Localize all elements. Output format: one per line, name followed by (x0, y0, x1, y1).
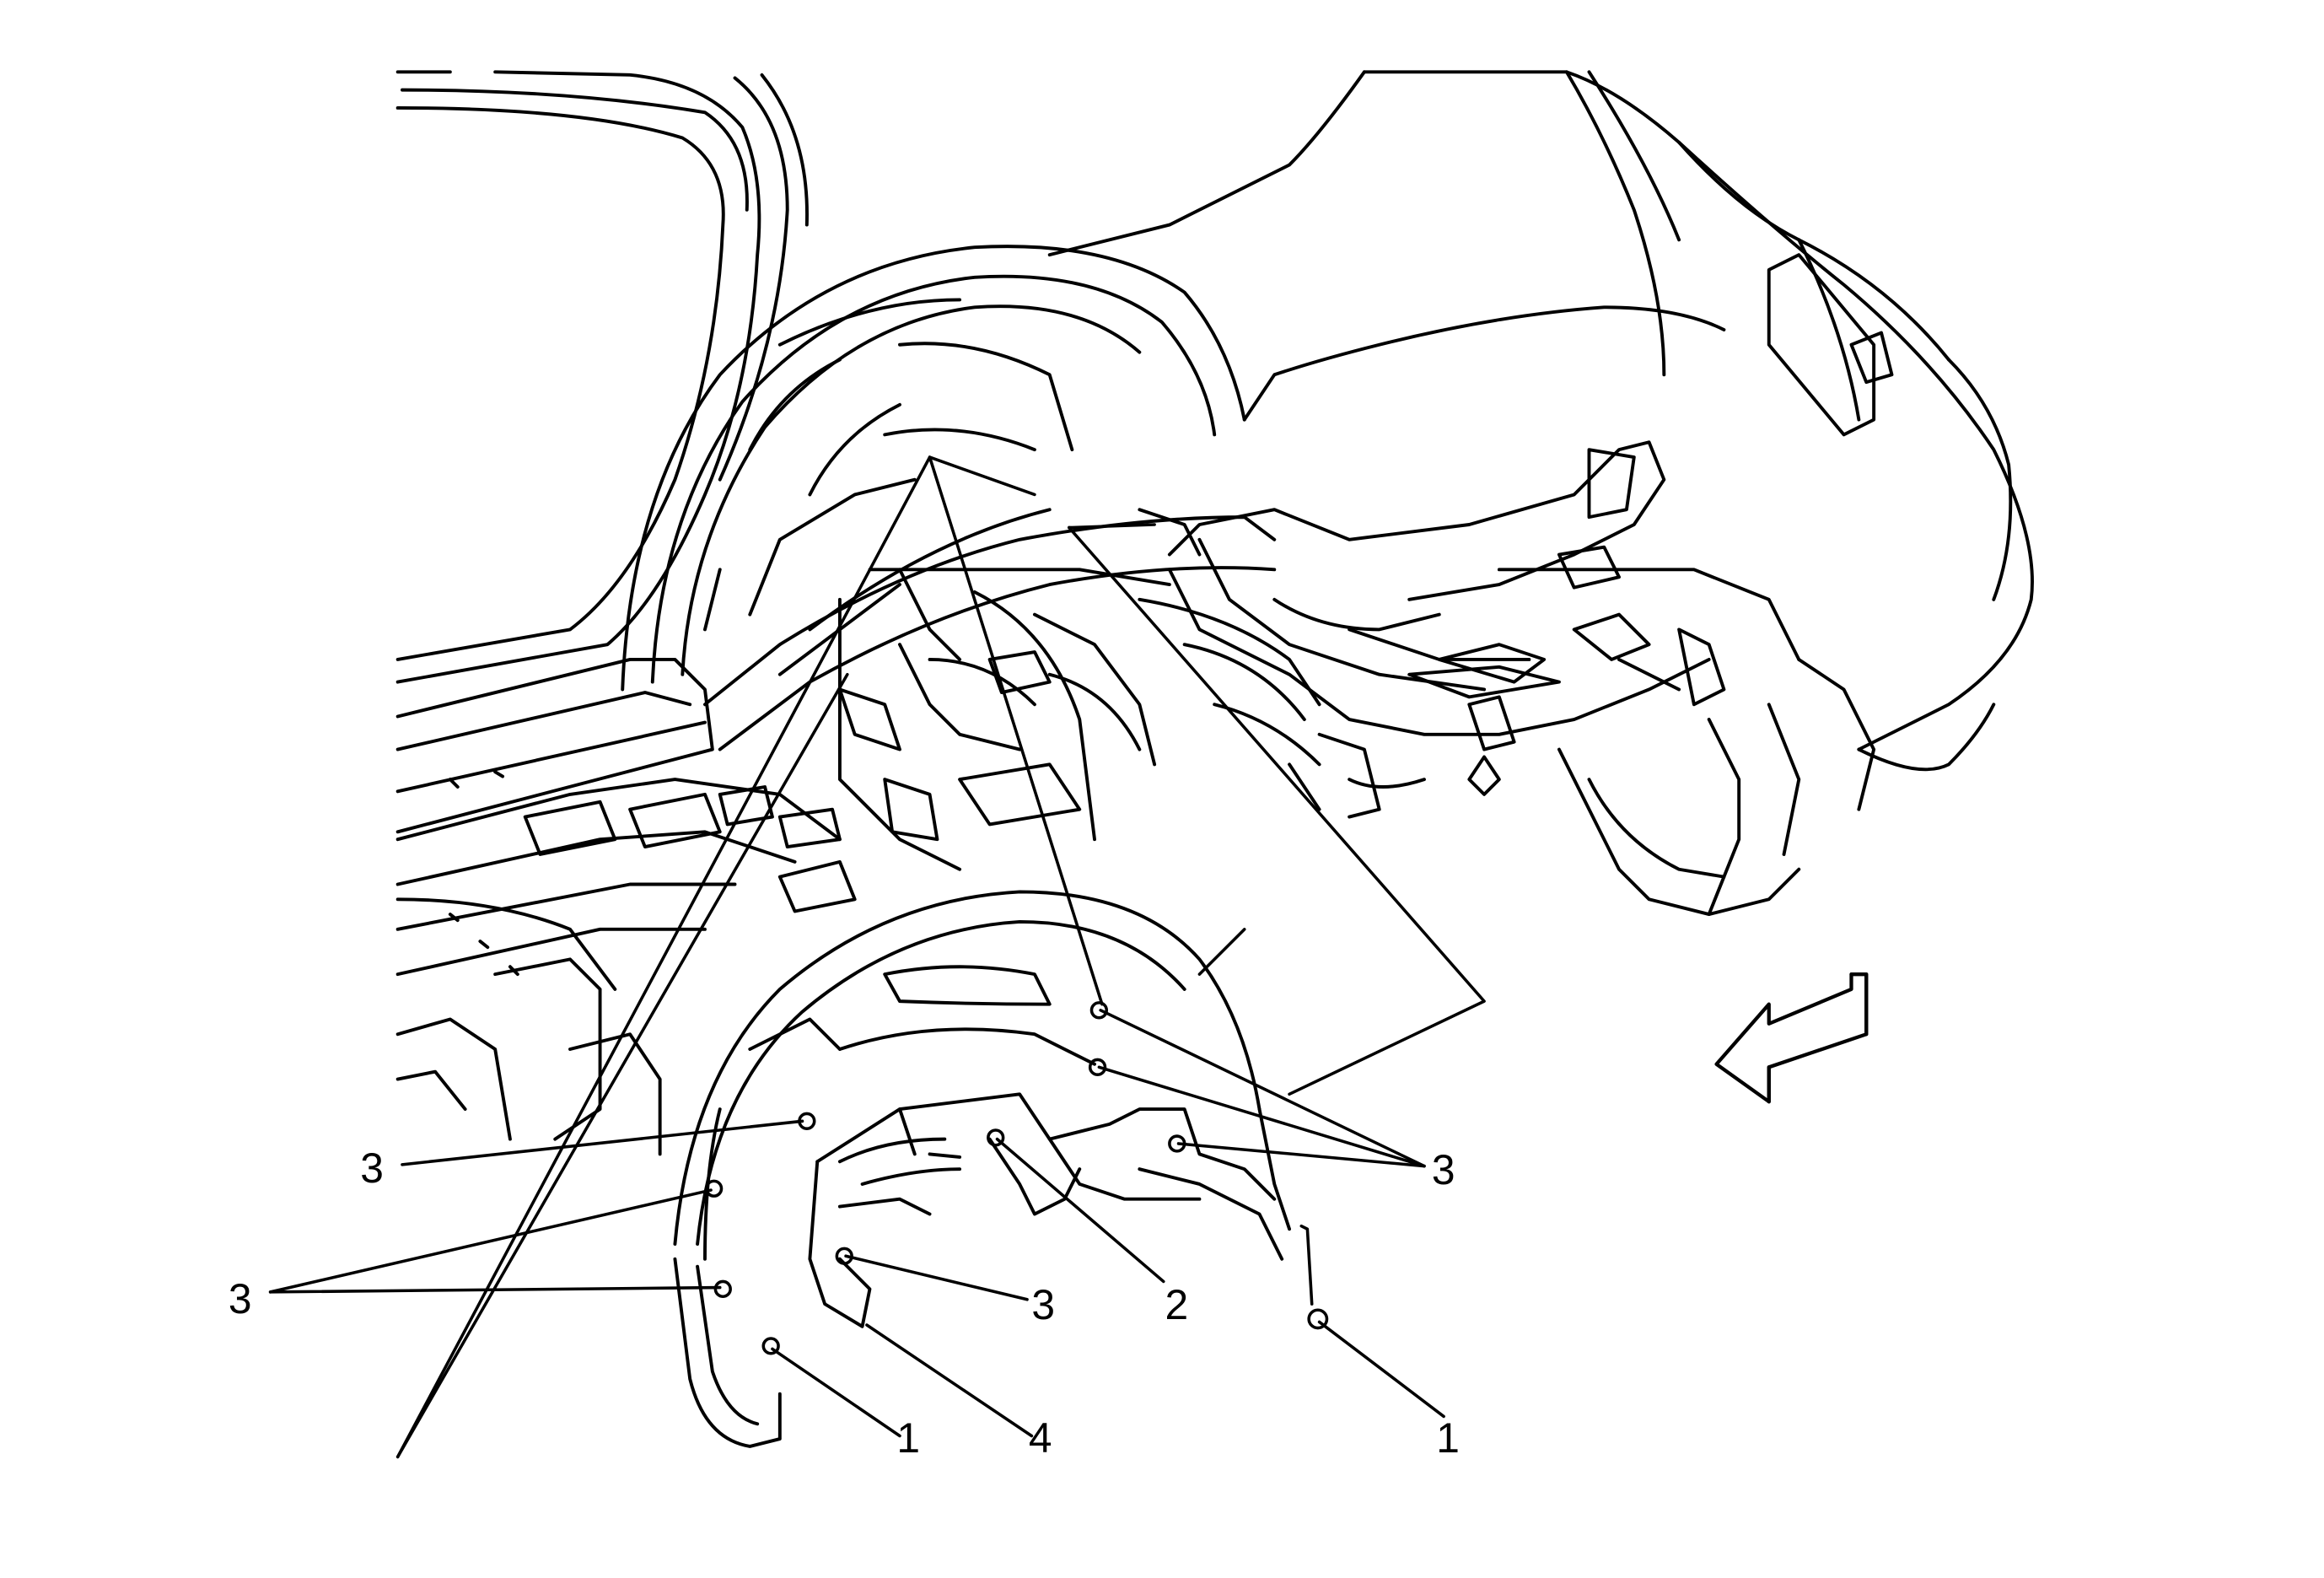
callout-leaders (268, 455, 1486, 1459)
callout-label: 3 (1031, 1281, 1055, 1328)
rocker-panel (395, 657, 714, 834)
callout-label: 1 (896, 1414, 920, 1462)
callout-label: 3 (1432, 1146, 1455, 1193)
underbody-floor (395, 508, 1321, 1156)
callout-label: 3 (360, 1144, 384, 1192)
splash-shield (808, 1092, 1284, 1328)
callout-label: 4 (1029, 1414, 1052, 1462)
callout-label: 3 (229, 1275, 252, 1322)
rear-suspension (1167, 440, 1996, 917)
quarter-panel (395, 70, 2034, 751)
wheelhouse-liner (621, 245, 1726, 692)
callout-label: 1 (1436, 1414, 1460, 1462)
callout-label: 2 (1165, 1281, 1189, 1328)
front-wheelhouse-liner (673, 890, 1292, 1448)
fasteners (704, 1001, 1329, 1355)
arrow-icon (1714, 972, 1869, 1104)
callout-labels: 3 3 3 3 2 1 4 1 (229, 1144, 1460, 1462)
